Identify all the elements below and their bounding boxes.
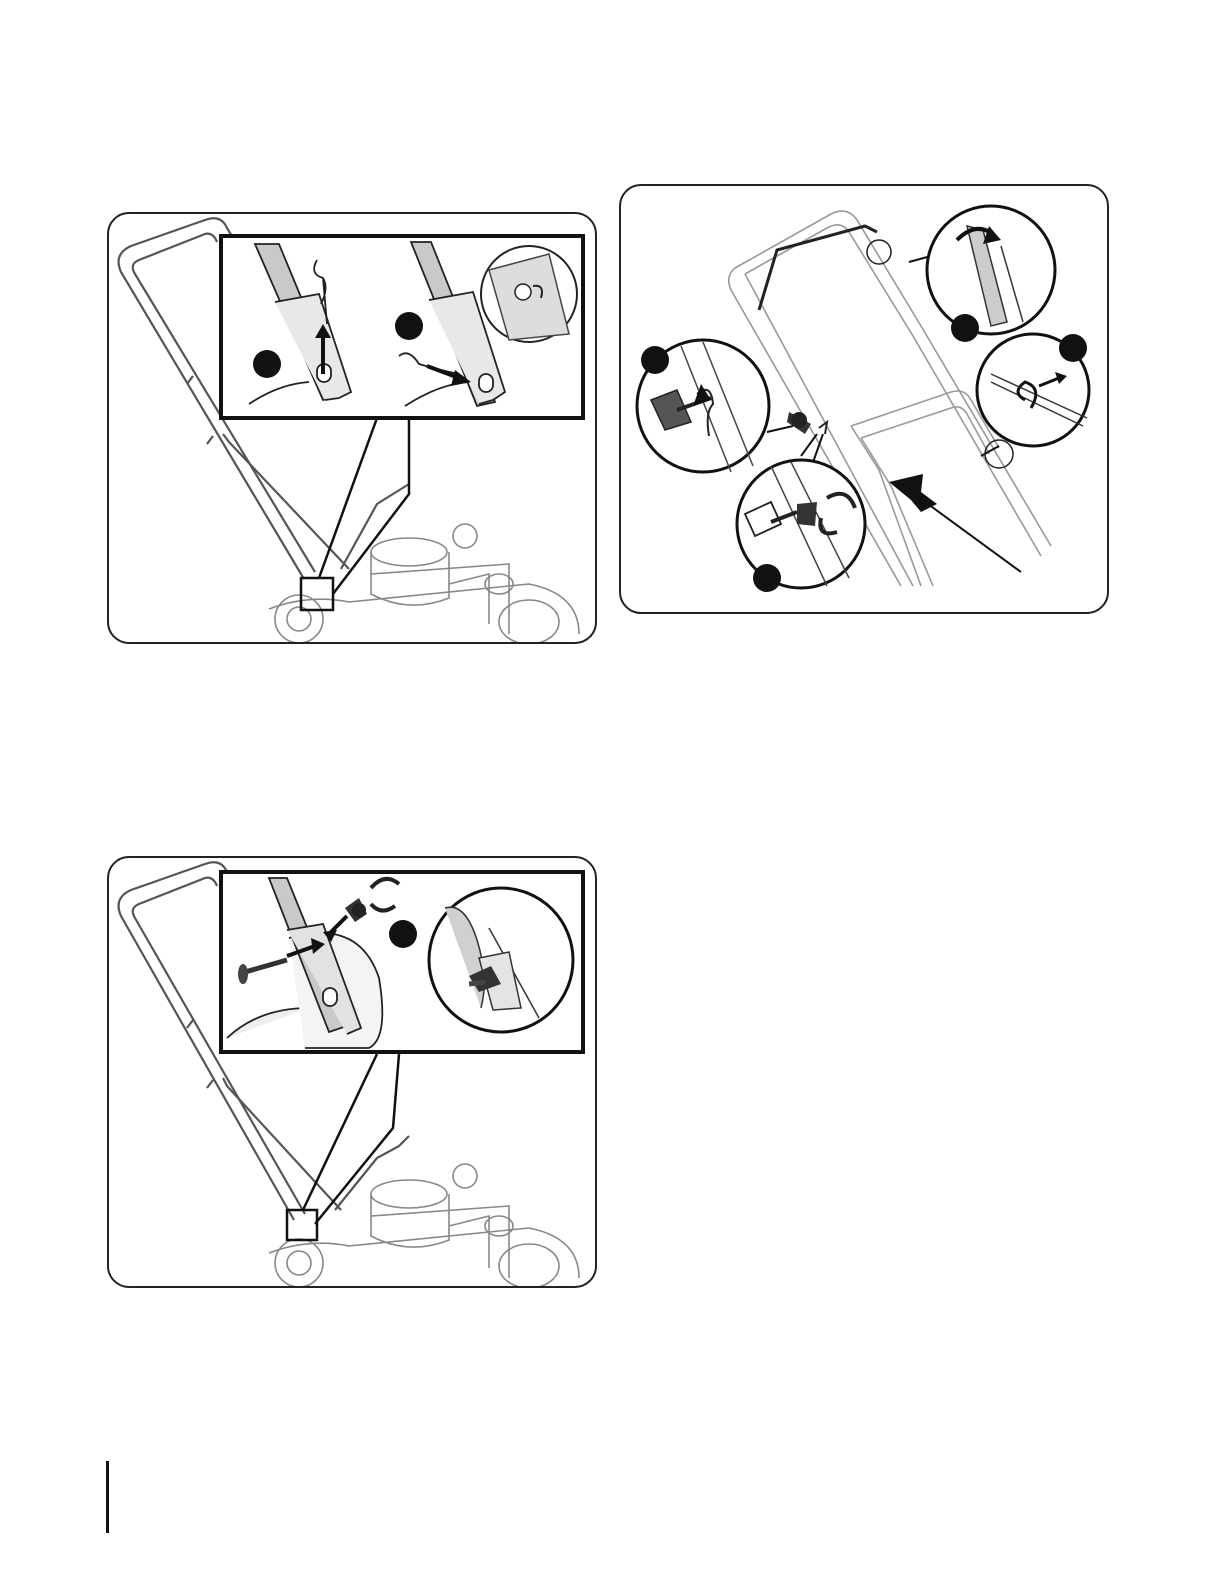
step-badge	[395, 312, 423, 340]
page-margin-rule	[106, 1461, 109, 1533]
figure-bolt-and-knob-install	[107, 856, 597, 1288]
step-badge	[951, 314, 979, 342]
mower-engine	[269, 524, 579, 642]
figure-hairpin-clip-removal	[107, 212, 597, 644]
illustration-hairpin-clip	[109, 214, 595, 642]
step-badge	[753, 564, 781, 592]
step-badge	[389, 920, 417, 948]
detail-circle	[481, 246, 577, 342]
illustration-handle-cable	[621, 186, 1107, 612]
step-badge	[641, 346, 669, 374]
detail-circle-left	[637, 340, 769, 472]
detail-circle-right	[977, 334, 1089, 446]
detail-circle-top	[927, 206, 1055, 342]
step-badge	[1059, 334, 1087, 362]
detail-target-box	[301, 578, 333, 610]
figure-handle-detail-circles	[619, 184, 1109, 614]
control-cable	[759, 226, 877, 310]
detail-circle	[429, 888, 573, 1032]
detail-circle-bottom	[737, 460, 865, 592]
illustration-bolt-knob	[109, 858, 595, 1286]
step-badge	[253, 350, 281, 378]
